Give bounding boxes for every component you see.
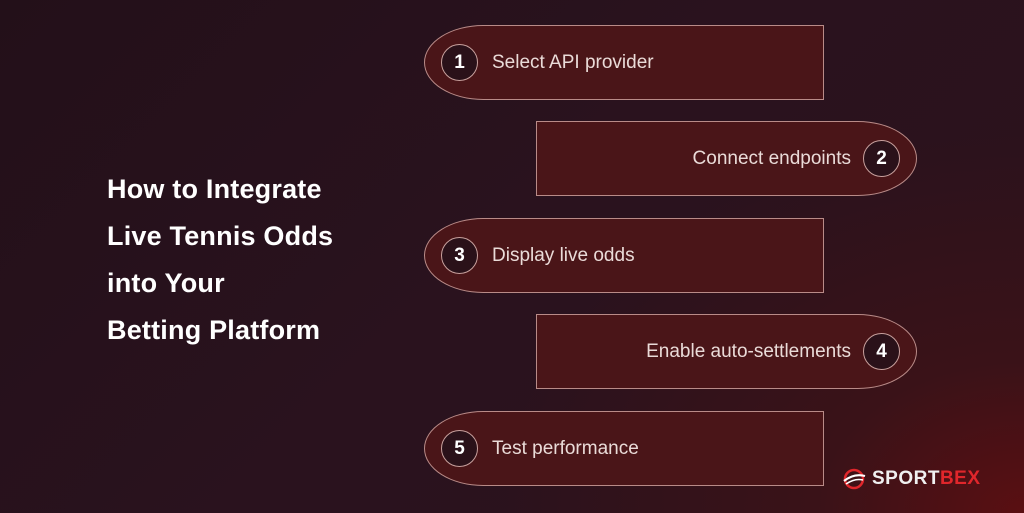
- step-card-2: Connect endpoints 2: [536, 121, 917, 196]
- logo-text-sport: SPORT: [872, 468, 940, 489]
- step-card-3: 3 Display live odds: [424, 218, 824, 293]
- globe-swoosh-icon: [843, 468, 866, 490]
- page-title: How to Integrate Live Tennis Odds into Y…: [107, 166, 407, 354]
- step-label: Select API provider: [492, 51, 654, 73]
- step-card-5: 5 Test performance: [424, 411, 824, 486]
- step-number-badge: 2: [863, 140, 900, 177]
- title-line: into Your: [107, 268, 225, 298]
- title-line: Betting Platform: [107, 315, 321, 345]
- step-card-1: 1 Select API provider: [424, 25, 824, 100]
- step-card-4: Enable auto-settlements 4: [536, 314, 917, 389]
- title-line: How to Integrate: [107, 174, 322, 204]
- step-number-badge: 4: [863, 333, 900, 370]
- title-line: Live Tennis Odds: [107, 221, 334, 251]
- logo-text-bex: BEX: [939, 468, 981, 489]
- step-label: Connect endpoints: [692, 147, 851, 169]
- step-number-badge: 1: [441, 44, 478, 81]
- step-label: Enable auto-settlements: [646, 340, 851, 362]
- step-number-badge: 3: [441, 237, 478, 274]
- step-label: Test performance: [492, 437, 639, 459]
- step-label: Display live odds: [492, 244, 635, 266]
- step-number-badge: 5: [441, 430, 478, 467]
